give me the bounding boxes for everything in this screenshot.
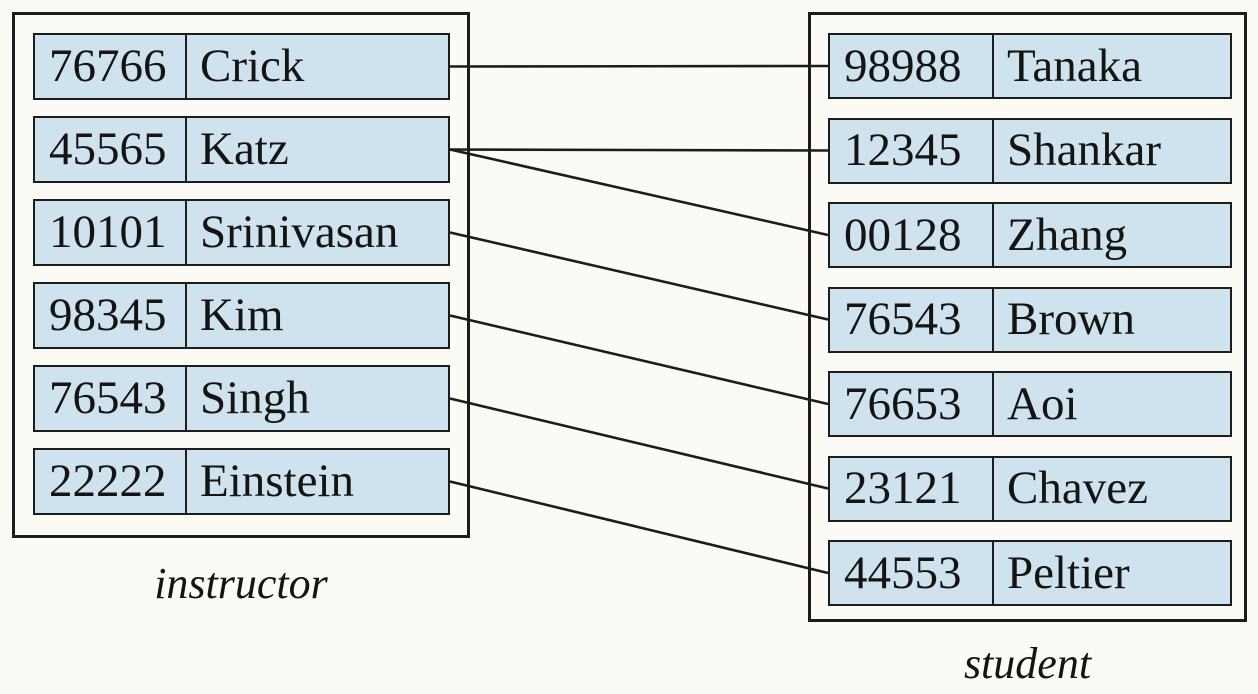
student-row-name-cell: Tanaka	[1007, 39, 1143, 92]
instructor-row-name-cell: Crick	[200, 40, 305, 92]
student-row-id-cell: 12345	[830, 119, 994, 182]
student-row-id-cell: 23121	[830, 457, 994, 520]
instructor-row-id-cell: 10101	[35, 201, 187, 264]
instructor-row-name-cell: Einstein	[200, 455, 355, 507]
connection-line	[449, 480, 829, 575]
student-table-label: student	[963, 639, 1092, 688]
student-row-id-cell: 44553	[830, 542, 994, 604]
instructor-row-name-cell: Kim	[200, 289, 284, 341]
student-row-name-cell: Aoi	[1007, 377, 1078, 430]
instructor-row-id-cell: 98345	[35, 284, 187, 347]
connection-line	[449, 148, 829, 152]
instructor-row-name-cell: Katz	[200, 123, 289, 175]
connection-line	[449, 231, 829, 321]
student-row-id-cell: 76543	[830, 288, 994, 351]
student-row-name-cell: Peltier	[1007, 546, 1130, 599]
connection-line	[449, 64, 829, 68]
connection-line	[449, 148, 829, 237]
connection-line	[449, 397, 829, 490]
instructor-row-id-cell: 45565	[35, 118, 187, 181]
instructor-row-id-cell: 22222	[35, 450, 187, 513]
student-row-name-cell: Shankar	[1007, 124, 1162, 176]
student-row-id-cell: 98988	[830, 35, 994, 97]
instructor-row-name-cell: Srinivasan	[200, 206, 399, 258]
student-row-name-cell: Brown	[1007, 293, 1135, 345]
instructor-table-label: instructor	[154, 559, 328, 608]
student-row-id-cell: 00128	[830, 204, 994, 266]
connection-line	[449, 314, 829, 406]
instructor-row-id-cell: 76766	[35, 35, 187, 98]
student-row-name-cell: Chavez	[1007, 462, 1148, 514]
instructor-row-id-cell: 76543	[35, 367, 187, 430]
student-row-id-cell: 76653	[830, 373, 994, 435]
instructor-row-name-cell: Singh	[200, 372, 310, 424]
student-row-name-cell: Zhang	[1007, 208, 1128, 261]
